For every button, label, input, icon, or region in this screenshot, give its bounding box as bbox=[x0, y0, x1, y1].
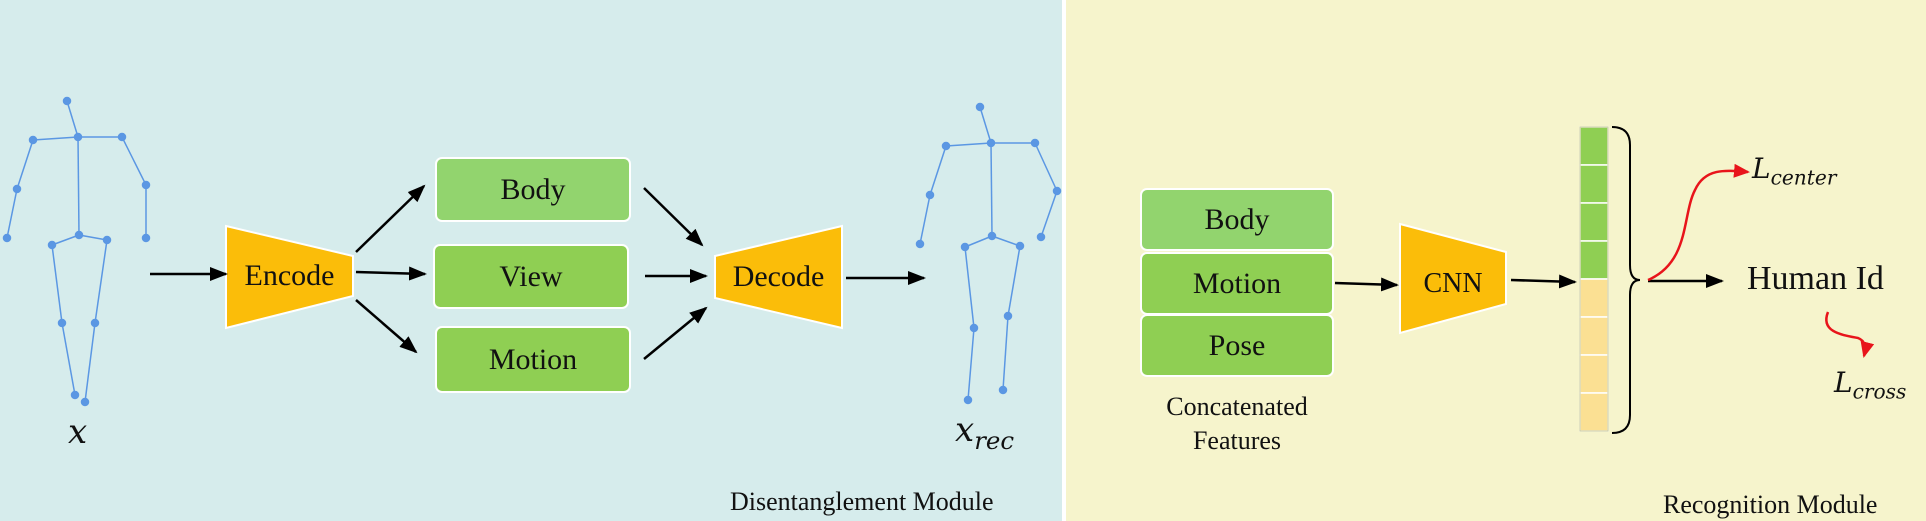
cnn-shape bbox=[1399, 222, 1507, 335]
motion-feature-box: Motion bbox=[435, 326, 631, 393]
concat-motion-box: Motion bbox=[1140, 252, 1334, 315]
center-loss-label: Lcenter bbox=[1752, 152, 1837, 190]
input-skeleton bbox=[2, 96, 151, 407]
vector-brace bbox=[1611, 126, 1641, 434]
center-loss-arrow bbox=[1647, 163, 1750, 282]
concat-caption-line1: Concatenated bbox=[1166, 392, 1308, 421]
cross-loss-arrow bbox=[1825, 311, 1875, 358]
motion-to-decode-arrow bbox=[643, 306, 708, 360]
body-feature-box: Body bbox=[435, 157, 631, 222]
cnn-to-vector-arrow bbox=[1510, 274, 1577, 289]
cnn-label: CNN bbox=[1423, 268, 1483, 299]
vector-cell bbox=[1579, 354, 1609, 394]
concat-pose-box: Pose bbox=[1140, 314, 1334, 377]
concat-body-box: Body bbox=[1140, 188, 1334, 251]
encode-to-body-arrow bbox=[355, 184, 426, 253]
vector-cell bbox=[1579, 316, 1609, 356]
vector-cell bbox=[1579, 202, 1609, 242]
view-feature-box: View bbox=[433, 244, 629, 309]
cross-loss-label: Lcross bbox=[1834, 366, 1907, 404]
feature-vector bbox=[1579, 126, 1609, 432]
encoder-shape bbox=[225, 224, 354, 330]
human-id-label: Human Id bbox=[1747, 260, 1884, 297]
reconstructed-skeleton bbox=[915, 102, 1062, 405]
encode-to-view-arrow bbox=[355, 266, 427, 281]
vector-cell bbox=[1579, 392, 1609, 432]
panel-divider bbox=[1062, 0, 1066, 521]
recognition-module-label: Recognition Module bbox=[1663, 490, 1878, 519]
body-to-decode-arrow bbox=[643, 187, 704, 247]
concat-to-cnn-arrow bbox=[1334, 277, 1399, 292]
vector-cell bbox=[1579, 126, 1609, 166]
vector-cell bbox=[1579, 278, 1609, 318]
disentanglement-module-label: Disentanglement Module bbox=[730, 487, 994, 516]
output-symbol: xrec bbox=[955, 410, 1015, 455]
vector-cell bbox=[1579, 240, 1609, 280]
input-symbol: x bbox=[68, 412, 88, 452]
encode-to-motion-arrow bbox=[355, 299, 418, 354]
decode-label: Decode bbox=[732, 260, 825, 293]
concat-caption: Concatenated Features bbox=[1140, 390, 1334, 458]
encode-label: Encode bbox=[244, 259, 335, 292]
decoder-shape bbox=[714, 224, 843, 330]
concat-caption-line2: Features bbox=[1192, 426, 1282, 455]
vector-cell bbox=[1579, 164, 1609, 204]
